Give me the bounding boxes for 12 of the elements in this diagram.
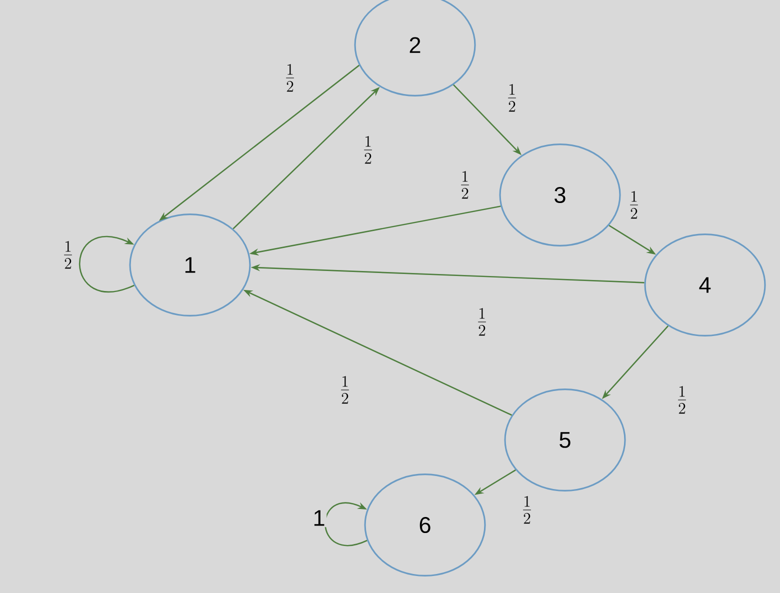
edge-label: $\frac{1}{2}$ (475, 307, 489, 337)
edge-label: $\frac{1}{2}$ (283, 63, 297, 93)
edge-label: $\frac{1}{2}$ (520, 495, 534, 525)
edge-label: $\frac{1}{2}$ (505, 83, 519, 113)
edge-label: $\frac{1}{2}$ (675, 385, 689, 415)
edge-label: $\frac{1}{2}$ (338, 375, 352, 405)
arrow (79, 236, 134, 292)
edge-label: $\frac{1}{2}$ (627, 190, 641, 220)
edge-label: $\frac{1}{2}$ (61, 240, 75, 270)
edge-label: $\frac{1}{2}$ (361, 135, 375, 165)
arrow (324, 502, 368, 546)
edge-label: $\frac{1}{2}$ (458, 170, 472, 200)
